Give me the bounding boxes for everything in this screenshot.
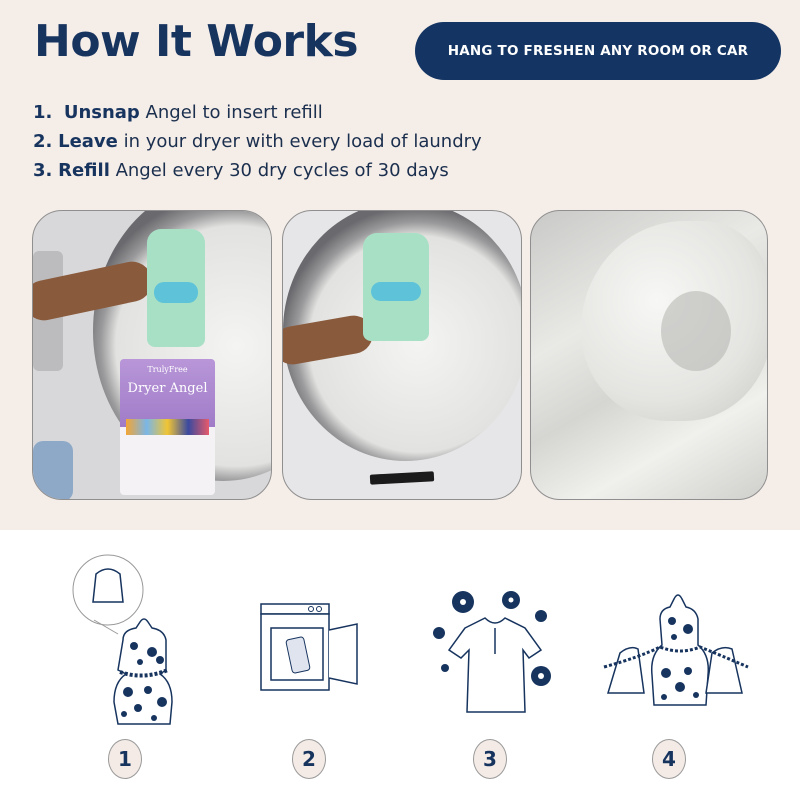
- step-2: 2. Leave in your dryer with every load o…: [33, 131, 482, 152]
- steps-list: 1. Unsnap Angel to insert refill 2. Leav…: [33, 98, 482, 185]
- step-number-1: 1: [108, 739, 142, 779]
- room-car-badge: HANG TO FRESHEN ANY ROOM OR CAR: [415, 22, 781, 80]
- dryer-angel-pouch: [147, 229, 205, 347]
- step-number-3: 3: [473, 739, 507, 779]
- dryer-illustration: [260, 603, 358, 691]
- jeans: [33, 441, 73, 499]
- step-number-2: 2: [292, 739, 326, 779]
- step-number-4: 4: [652, 739, 686, 779]
- sheet-shadow: [661, 291, 731, 371]
- dryer-warning-sticker: [369, 471, 435, 485]
- photo-fresh-sheets: [530, 210, 768, 500]
- pouch-with-refills-illustration: [603, 594, 749, 706]
- photo-dryer-with-product: TrulyFree Dryer Angel: [32, 210, 272, 500]
- photo-pouch-in-dryer: [282, 210, 522, 500]
- dryer-angel-pouch: [363, 233, 429, 341]
- step-1: 1. Unsnap Angel to insert refill: [33, 102, 323, 123]
- refill-bag: TrulyFree Dryer Angel: [120, 359, 215, 495]
- pouch-with-refill-illustration: [72, 554, 173, 725]
- page-title: How It Works: [34, 16, 359, 67]
- shirt-with-flowers-illustration: [433, 591, 551, 713]
- step-3: 3. Refill Angel every 30 dry cycles of 3…: [33, 160, 449, 181]
